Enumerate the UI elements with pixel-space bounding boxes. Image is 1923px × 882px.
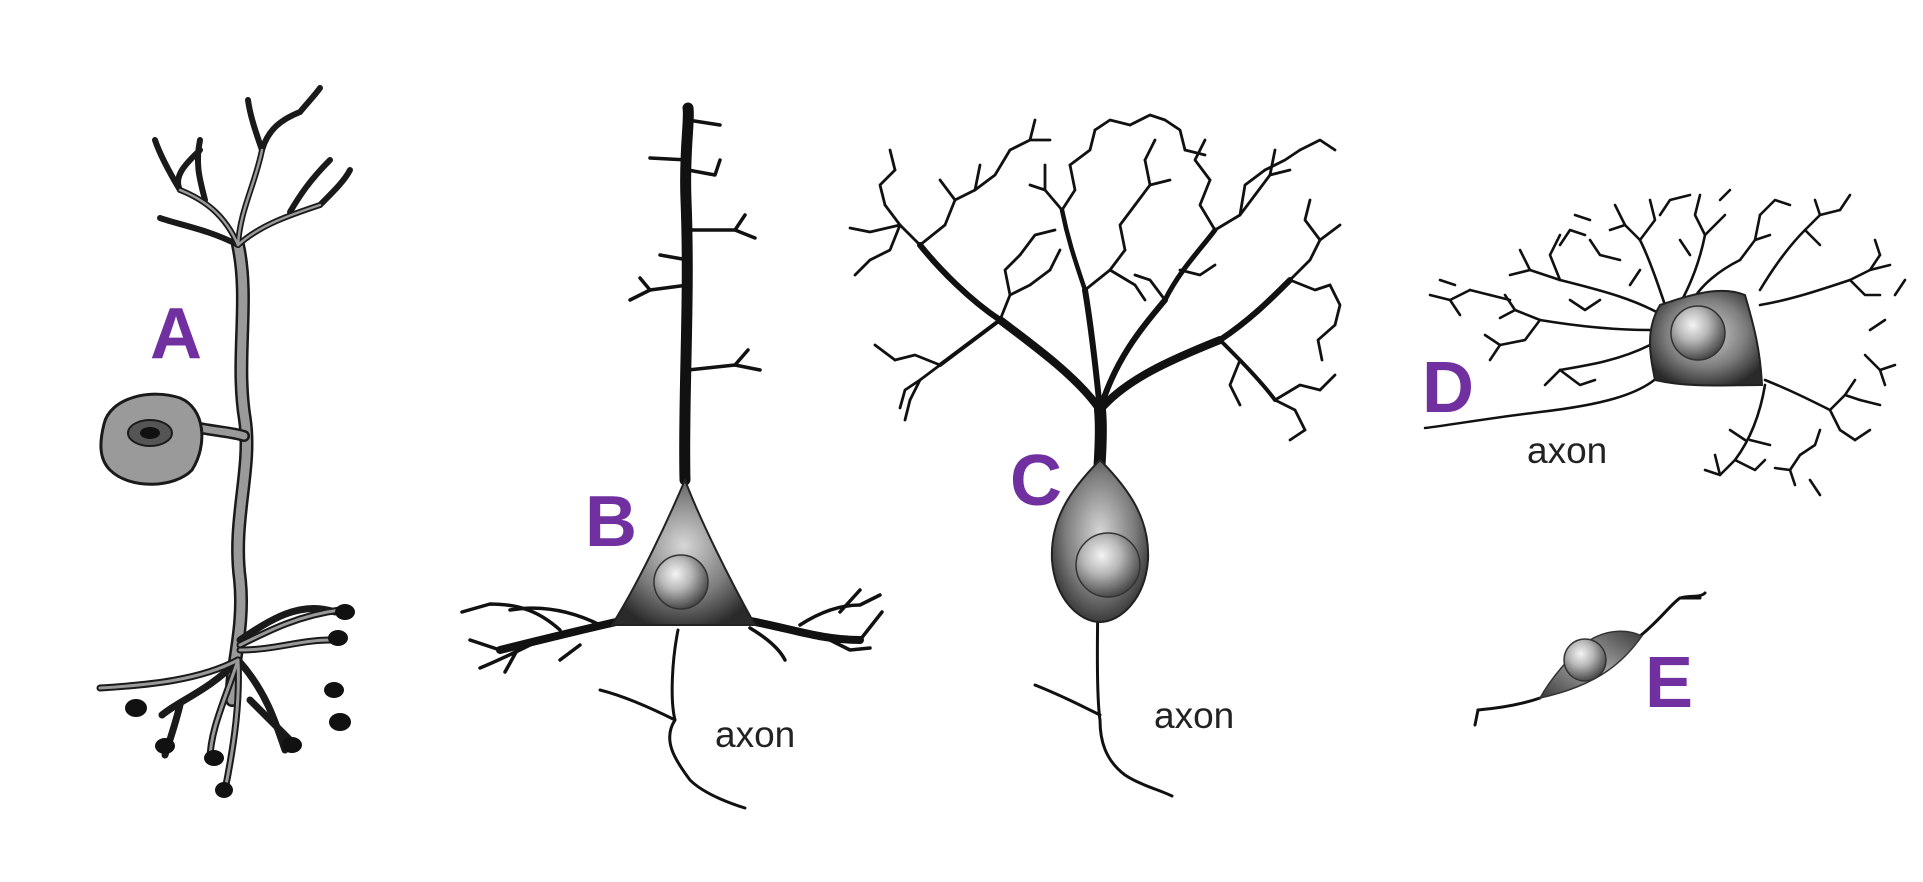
- neuron-d-soma: [1649, 289, 1764, 387]
- neuron-d: axon D: [1422, 188, 1907, 497]
- neuron-b-soma: [610, 477, 757, 626]
- neuron-c-dendritic-tree: [848, 113, 1342, 798]
- neuron-e-processes: [1473, 591, 1707, 727]
- neuron-a: A: [96, 85, 355, 798]
- neuron-c-axon-label: axon: [1154, 695, 1234, 736]
- neuron-d-dendrites: [1423, 188, 1907, 497]
- neuron-c-label: C: [1010, 441, 1062, 521]
- neuron-b-dendrites: [460, 102, 884, 810]
- neuron-e-soma: [1538, 630, 1644, 700]
- neuron-d-axon-label: axon: [1527, 430, 1607, 471]
- neuron-e: E: [1473, 591, 1707, 727]
- neuron-c: axon C: [848, 113, 1342, 798]
- neuron-e-label: E: [1645, 643, 1693, 723]
- neuron-d-label: D: [1422, 348, 1474, 428]
- neuron-b: axon B: [460, 102, 884, 810]
- neuron-b-label: B: [585, 482, 637, 562]
- neuron-b-axon-label: axon: [715, 714, 795, 755]
- neuron-a-soma: [99, 392, 204, 486]
- neuron-a-label: A: [150, 294, 202, 374]
- neuron-a-process: [96, 85, 355, 798]
- neuron-c-soma: [1050, 458, 1150, 624]
